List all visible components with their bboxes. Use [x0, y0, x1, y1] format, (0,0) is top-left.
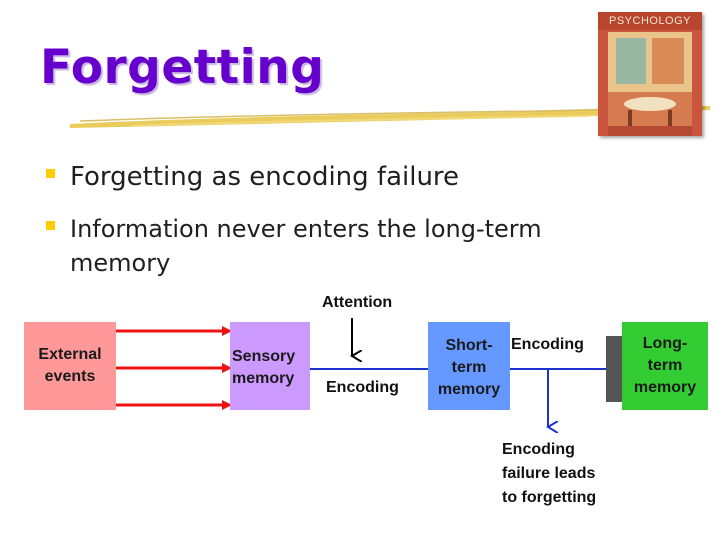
attention-label: Attention	[322, 294, 393, 311]
bullet-square-icon	[46, 221, 55, 230]
bullet-text-line-2: memory	[70, 249, 171, 277]
short-term-line-1: Short-	[445, 337, 493, 354]
bullet-item: Information never enters the long-term m…	[46, 212, 646, 282]
failure-note-line-2: failure leads	[502, 465, 596, 482]
sensory-line-2: memory	[232, 370, 295, 387]
encoding-label-sensory-to-short: Encoding	[326, 379, 399, 396]
short-term-memory-box: Short- term memory	[428, 322, 510, 410]
long-term-line-1: Long-	[642, 335, 688, 352]
external-line-1: External	[38, 346, 102, 363]
book-cover-art	[598, 12, 702, 136]
sensory-memory-box: Sensory memory	[230, 322, 310, 410]
short-term-line-3: memory	[437, 381, 501, 398]
slide-title: Forgetting	[40, 40, 325, 95]
external-events-box: External events	[24, 322, 116, 410]
encoding-gate	[606, 336, 622, 402]
short-term-line-2: term	[451, 359, 487, 376]
long-term-line-3: memory	[633, 379, 697, 396]
encoding-label-short-to-long: Encoding	[511, 336, 584, 353]
failure-note-line-1: Encoding	[502, 441, 575, 458]
long-term-line-2: term	[647, 357, 683, 374]
bullet-item: Forgetting as encoding failure	[46, 160, 606, 196]
sensory-line-1: Sensory	[232, 348, 296, 365]
failure-note-line-3: to forgetting	[502, 489, 597, 506]
long-term-memory-box: Long- term memory	[622, 322, 708, 410]
book-cover-title: PSYCHOLOGY	[608, 15, 692, 27]
encoding-failure-note: Encoding failure leads to forgetting	[502, 438, 596, 510]
bullet-text-line-1: Information never enters the long-term	[70, 215, 542, 243]
bullet-square-icon	[46, 169, 55, 178]
external-line-2: events	[44, 368, 96, 385]
book-cover-image: PSYCHOLOGY	[598, 12, 702, 136]
bullet-text: Forgetting as encoding failure	[70, 162, 460, 192]
